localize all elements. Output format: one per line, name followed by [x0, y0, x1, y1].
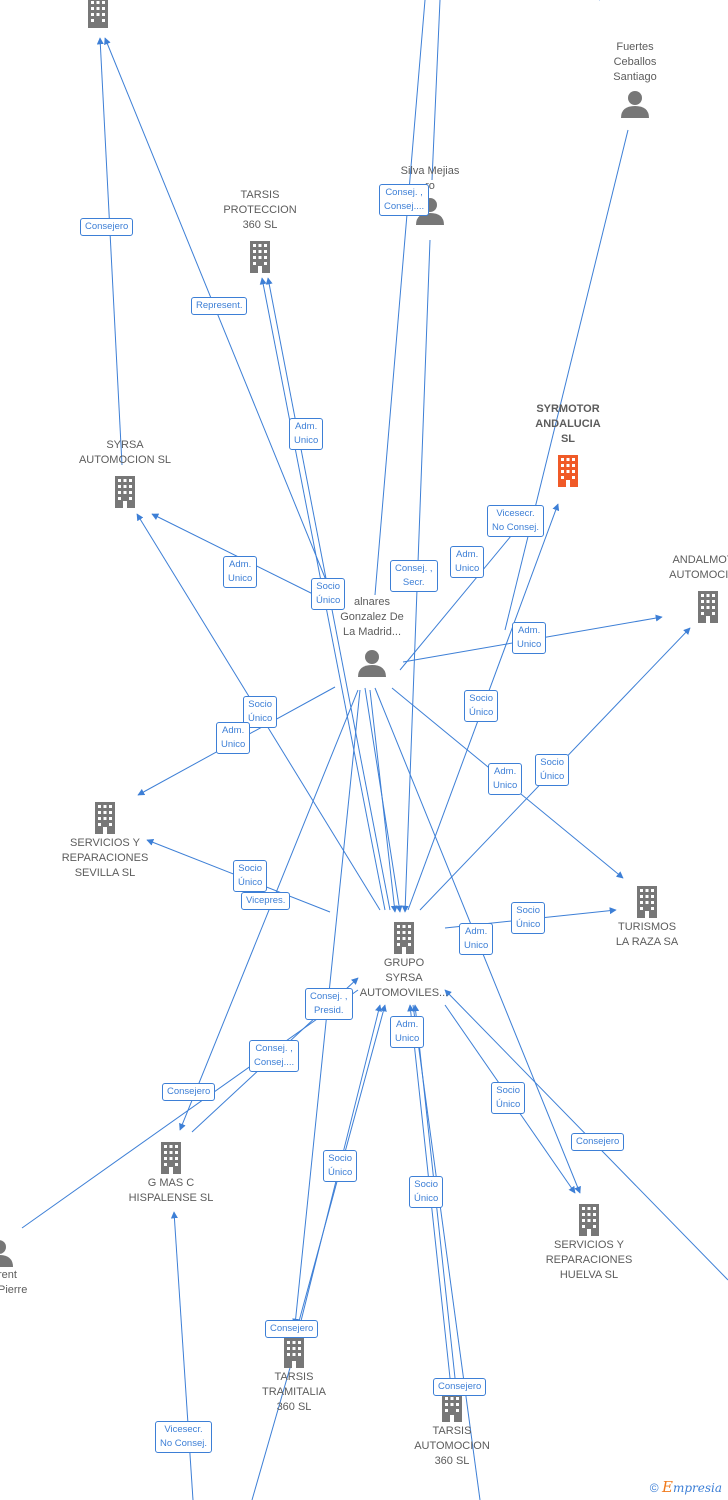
node-label: alnares Gonzalez De La Madrid...: [340, 596, 404, 638]
node-top-company[interactable]: [78, 0, 118, 30]
edge-label-socio-unico[interactable]: Socio Único: [243, 696, 278, 728]
copyright-symbol: ©: [649, 1481, 659, 1495]
building-icon: [115, 476, 135, 508]
node-central-person[interactable]: alnares Gonzalez De La Madrid...: [322, 595, 422, 678]
node-label: rent Pierre: [0, 1269, 28, 1296]
edge: [21, 989, 359, 1229]
edge-label-consejero[interactable]: Consejero: [162, 1083, 216, 1101]
person-icon: [621, 91, 649, 118]
node-turismos-la-raza[interactable]: TURISMOS LA RAZA SA: [602, 884, 692, 950]
edge-label-socio-unico[interactable]: Socio Único: [511, 902, 546, 934]
node-label: TARSIS PROTECCION 360 SL: [223, 189, 297, 231]
node-label: TARSIS AUTOMOCION 360 SL: [414, 1425, 490, 1467]
node-label: SERVICIOS Y REPARACIONES SEVILLA SL: [61, 837, 149, 879]
node-g-mas-c-hispalense[interactable]: G MAS C HISPALENSE SL: [116, 1140, 226, 1206]
edge-label-socio-unico[interactable]: Socio Único: [233, 860, 268, 892]
node-andalmot[interactable]: ANDALMOT AUTOMOCIO: [658, 553, 728, 625]
building-icon: [698, 591, 718, 623]
empresia-brand[interactable]: © Empresia: [650, 1478, 722, 1496]
edge-label-represent[interactable]: Represent.: [191, 297, 248, 315]
edge-label-consejero[interactable]: Consejero: [433, 1378, 487, 1396]
person-icon: [358, 650, 386, 677]
edge-label-adm-unico[interactable]: Adm. Unico: [390, 1016, 425, 1048]
building-icon: [442, 1394, 462, 1422]
building-icon: [394, 922, 414, 954]
edge: [179, 689, 359, 1131]
edge-label-socio-unico[interactable]: Socio Único: [311, 578, 346, 610]
edge-label-socio-unico[interactable]: Socio Único: [491, 1082, 526, 1114]
edge-label-adm-unico[interactable]: Adm. Unico: [216, 722, 251, 754]
edge: [170, 1211, 194, 1500]
node-left-person[interactable]: rent Pierre: [0, 1238, 36, 1298]
node-label: Silva Mejias ro: [400, 165, 460, 192]
node-label: TARSIS TRAMITALIA 360 SL: [262, 1371, 326, 1413]
edge-label-socio-unico[interactable]: Socio Único: [535, 754, 570, 786]
edge-label-adm-unico[interactable]: Adm. Unico: [223, 556, 258, 588]
edge-label-socio-unico[interactable]: Socio Único: [409, 1176, 444, 1208]
node-label: TURISMOS LA RAZA SA: [615, 921, 679, 948]
edge: [431, 0, 441, 181]
edge-label-consejero[interactable]: Consejero: [80, 218, 134, 236]
building-icon: [558, 455, 578, 487]
edge-label-consej-presid[interactable]: Consej. , Presid.: [305, 988, 353, 1020]
edge-label-adm-unico[interactable]: Adm. Unico: [512, 622, 547, 654]
building-icon: [161, 1142, 181, 1174]
edge-label-consej-consej[interactable]: Consej. , Consej....: [379, 184, 430, 216]
brand-initial: E: [661, 1478, 673, 1496]
edge-label-adm-unico[interactable]: Adm. Unico: [488, 763, 523, 795]
node-silva-mejias[interactable]: Silva Mejias ro: [388, 164, 472, 226]
node-fuertes-ceballos[interactable]: Fuertes Ceballos Santiago: [590, 40, 680, 119]
edge-label-vicepres[interactable]: Vicepres.: [241, 892, 291, 910]
node-tarsis-automocion[interactable]: TARSIS AUTOMOCION 360 SL: [402, 1392, 502, 1469]
person-icon: [0, 1240, 13, 1267]
edge-label-consej-secr[interactable]: Consej. , Secr.: [390, 560, 438, 592]
building-icon: [88, 0, 108, 28]
node-grupo-syrsa[interactable]: GRUPO SYRSA AUTOMOVILES...: [354, 920, 454, 1001]
building-icon: [95, 802, 115, 834]
building-icon: [579, 1204, 599, 1236]
edge: [412, 1004, 481, 1500]
node-label: GRUPO SYRSA AUTOMOVILES...: [359, 957, 449, 999]
node-label: G MAS C HISPALENSE SL: [128, 1177, 214, 1204]
edge-label-adm-unico[interactable]: Adm. Unico: [289, 418, 324, 450]
edge-label-adm-unico[interactable]: Adm. Unico: [459, 923, 494, 955]
node-label: SYRSA AUTOMOCION SL: [78, 439, 172, 466]
edge-label-consejero[interactable]: Consejero: [571, 1133, 625, 1151]
node-label: SYRMOTOR ANDALUCIA SL: [535, 403, 601, 445]
node-tarsis-tramitalia[interactable]: TARSIS TRAMITALIA 360 SL: [244, 1336, 344, 1415]
edge: [369, 689, 398, 913]
edge-label-adm-unico[interactable]: Adm. Unico: [450, 546, 485, 578]
edge: [504, 129, 629, 631]
node-label: Fuertes Ceballos Santiago: [613, 41, 657, 83]
edge-label-consej-consej[interactable]: Consej. , Consej....: [249, 1040, 300, 1072]
edge-label-vicesecr[interactable]: Vicesecr. No Consej.: [155, 1421, 212, 1453]
building-icon: [637, 886, 657, 918]
brand-name: mpresia: [672, 1481, 722, 1495]
edge-label-vicesecr[interactable]: Vicesecr. No Consej.: [487, 505, 544, 537]
building-icon: [284, 1338, 304, 1368]
edge: [374, 0, 426, 596]
edge-label-socio-unico[interactable]: Socio Único: [323, 1150, 358, 1182]
edge-label-consejero[interactable]: Consejero: [265, 1320, 319, 1338]
node-tarsis-proteccion[interactable]: TARSIS PROTECCION 360 SL: [210, 188, 310, 275]
node-label: ANDALMOT AUTOMOCIO: [669, 554, 728, 581]
node-label: SERVICIOS Y REPARACIONES HUELVA SL: [545, 1239, 633, 1281]
node-syrsa-automocion[interactable]: SYRSA AUTOMOCION SL: [70, 438, 180, 510]
edge: [96, 37, 123, 466]
edge-label-socio-unico[interactable]: Socio Único: [464, 690, 499, 722]
node-syrmotor-andalucia[interactable]: SYRMOTOR ANDALUCIA SL: [518, 402, 618, 489]
node-servicios-huelva[interactable]: SERVICIOS Y REPARACIONES HUELVA SL: [534, 1202, 644, 1283]
node-servicios-sevilla[interactable]: SERVICIOS Y REPARACIONES SEVILLA SL: [50, 800, 160, 881]
building-icon: [250, 241, 270, 273]
